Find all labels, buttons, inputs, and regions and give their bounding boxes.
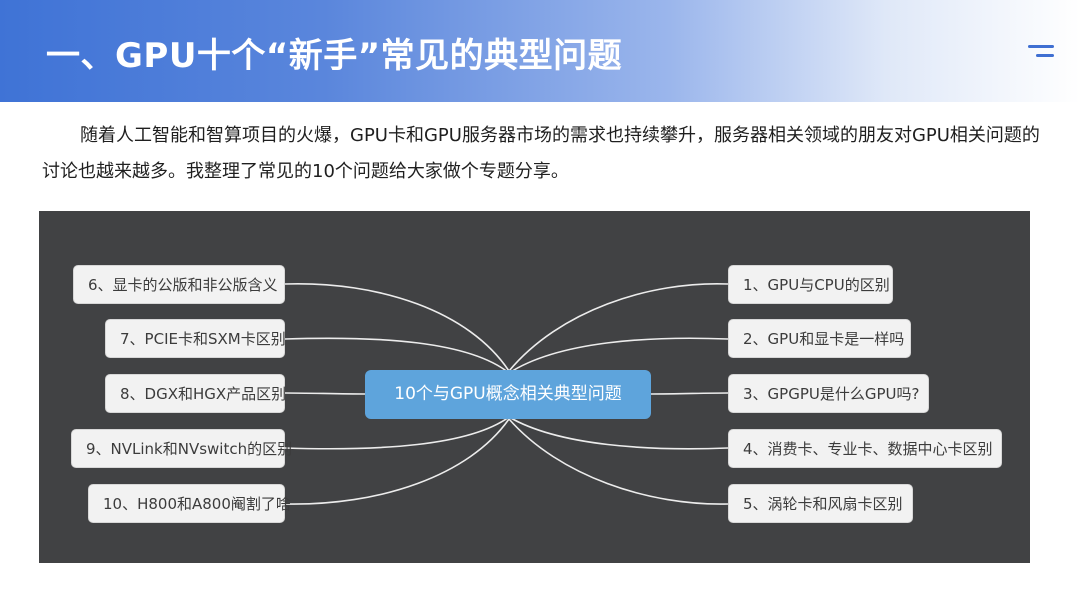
mind-map-node-3: 3、GPGPU是什么GPU吗? [728,374,929,413]
connector-right-2 [508,337,729,374]
mind-map-connectors [284,283,729,505]
connector-left-7 [284,337,510,374]
page-title: 一、GPU十个“新手”常见的典型问题 [46,36,623,76]
connector-left-6 [284,283,510,372]
mind-map-node-2: 2、GPU和显卡是一样吗 [728,319,911,358]
mind-map-diagram: 10个与GPU概念相关典型问题 6、显卡的公版和非公版含义 7、PCIE卡和SX… [39,211,1030,563]
mind-map-node-10: 10、H800和A800阉割了啥 [88,484,291,523]
mind-map-node-8: 8、DGX和HGX产品区别 [105,374,286,413]
intro-paragraph: 随着人工智能和智算项目的火爆，GPU卡和GPU服务器市场的需求也持续攀升，服务器… [42,125,1040,182]
menu-icon[interactable] [1026,42,1056,64]
mind-map-node-1: 1、GPU与CPU的区别 [728,265,893,304]
mind-map-node-5: 5、涡轮卡和风扇卡区别 [728,484,913,523]
center-node: 10个与GPU概念相关典型问题 [365,370,651,419]
mind-map-node-6: 6、显卡的公版和非公版含义 [73,265,285,304]
connector-left-10 [284,418,510,505]
mind-map-node-9: 9、NVLink和NVswitch的区别 [71,429,292,468]
connector-left-9 [284,416,510,450]
mind-map-node-4: 4、消费卡、专业卡、数据中心卡区别 [728,429,1002,468]
connector-right-3 [650,392,729,395]
connector-left-8 [284,392,366,395]
connector-right-5 [508,418,729,505]
mind-map-node-7: 7、PCIE卡和SXM卡区别 [105,319,286,358]
connector-right-4 [508,416,729,450]
connector-right-1 [508,283,729,372]
header-band [0,0,1080,102]
